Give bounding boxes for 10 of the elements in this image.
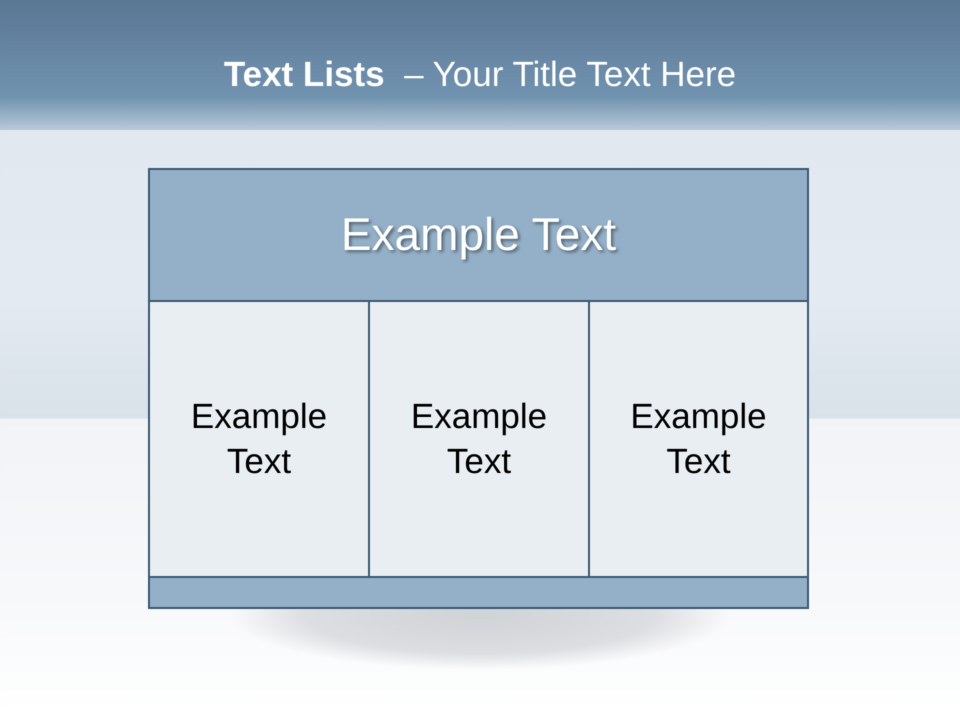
panel-text: Example Text [410, 396, 548, 483]
panel-text: Example Text [190, 396, 328, 483]
text-panel [588, 300, 809, 578]
text-panel [148, 300, 370, 578]
slide-title: Text Lists – Your Title Text Here [222, 54, 738, 96]
footer-bar [148, 576, 809, 609]
panel-text: Example Text [629, 396, 768, 483]
text-panel [368, 300, 590, 578]
heading-text: Example Text [340, 207, 616, 262]
header-panel [148, 168, 809, 302]
